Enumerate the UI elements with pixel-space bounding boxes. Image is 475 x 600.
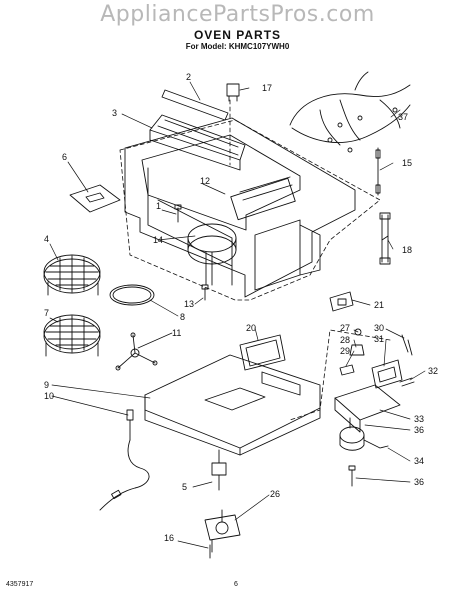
part-8-roller-ring [109, 284, 155, 306]
callout-28: 28 [340, 335, 350, 345]
part-15-wire [375, 147, 381, 196]
part-20-panel [239, 334, 286, 371]
part-29-clip [339, 364, 355, 376]
callout-8: 8 [180, 312, 185, 322]
page-number: 6 [234, 581, 238, 588]
callout-32: 32 [428, 366, 438, 376]
part-37-wire-harness [289, 71, 411, 153]
callout-33: 33 [414, 414, 424, 424]
callout-36-upper: 36 [414, 425, 424, 435]
callout-15: 15 [402, 158, 412, 168]
part-2-vent-strip [161, 89, 229, 121]
callout-4: 4 [44, 234, 49, 244]
part-4-rack [43, 254, 101, 296]
part-28-cap [349, 344, 365, 356]
part-32-clip [399, 377, 415, 387]
callout-20: 20 [246, 323, 256, 333]
callout-1: 1 [156, 201, 161, 211]
diagram-title: OVEN PARTS [193, 28, 282, 42]
callout-11: 11 [172, 328, 181, 338]
part-13-screw [201, 284, 209, 301]
part-11-turntable-support [115, 332, 158, 371]
part-34-motor [339, 417, 389, 451]
callout-10: 10 [44, 391, 54, 401]
cavity-frame [124, 117, 356, 298]
leader-lines [49, 81, 426, 549]
part-5-coupler [211, 449, 227, 491]
callout-7: 7 [44, 308, 49, 318]
part-17-connector [226, 83, 240, 102]
callout-26: 26 [270, 489, 280, 499]
document-number: 4357917 [6, 581, 34, 588]
callout-9: 9 [44, 380, 49, 390]
callout-labels: 2 3 17 6 37 15 18 12 1 14 4 7 13 8 11 9 … [44, 72, 438, 543]
callout-21: 21 [374, 300, 384, 310]
part-31-plate [371, 359, 403, 389]
callout-14: 14 [153, 235, 163, 245]
callout-18: 18 [402, 245, 412, 255]
part-26-turntable-motor [204, 509, 241, 553]
model-line: For Model: KHMC107YWH0 [185, 42, 290, 51]
part-6-label-card [69, 184, 121, 213]
callout-3: 3 [112, 108, 117, 118]
part-1-screw [174, 204, 182, 223]
callout-6: 6 [62, 152, 67, 162]
part-3-grille-duct [149, 114, 246, 171]
callout-27: 27 [340, 323, 350, 333]
part-21-bracket [329, 291, 354, 312]
part-18-jumper [379, 212, 391, 265]
part-33-bracket [334, 384, 401, 433]
part-27-screw [354, 328, 362, 336]
part-36-screw-lower [348, 465, 356, 487]
watermark: AppliancePartsPros.com [100, 2, 375, 27]
callout-17: 17 [262, 83, 272, 93]
callout-34: 34 [414, 456, 424, 466]
part-7-rack [43, 314, 101, 357]
callout-12: 12 [200, 176, 210, 186]
callout-30: 30 [374, 323, 384, 333]
callout-16: 16 [164, 533, 174, 543]
callout-2: 2 [186, 72, 191, 82]
callout-29: 29 [340, 346, 350, 356]
callout-13: 13 [184, 299, 194, 309]
callout-5: 5 [182, 482, 187, 492]
callout-36-lower: 36 [414, 477, 424, 487]
callout-37: 37 [398, 112, 408, 122]
callout-31: 31 [374, 334, 384, 344]
part-9-base-tray [144, 354, 321, 456]
part-10-probe [99, 409, 150, 511]
